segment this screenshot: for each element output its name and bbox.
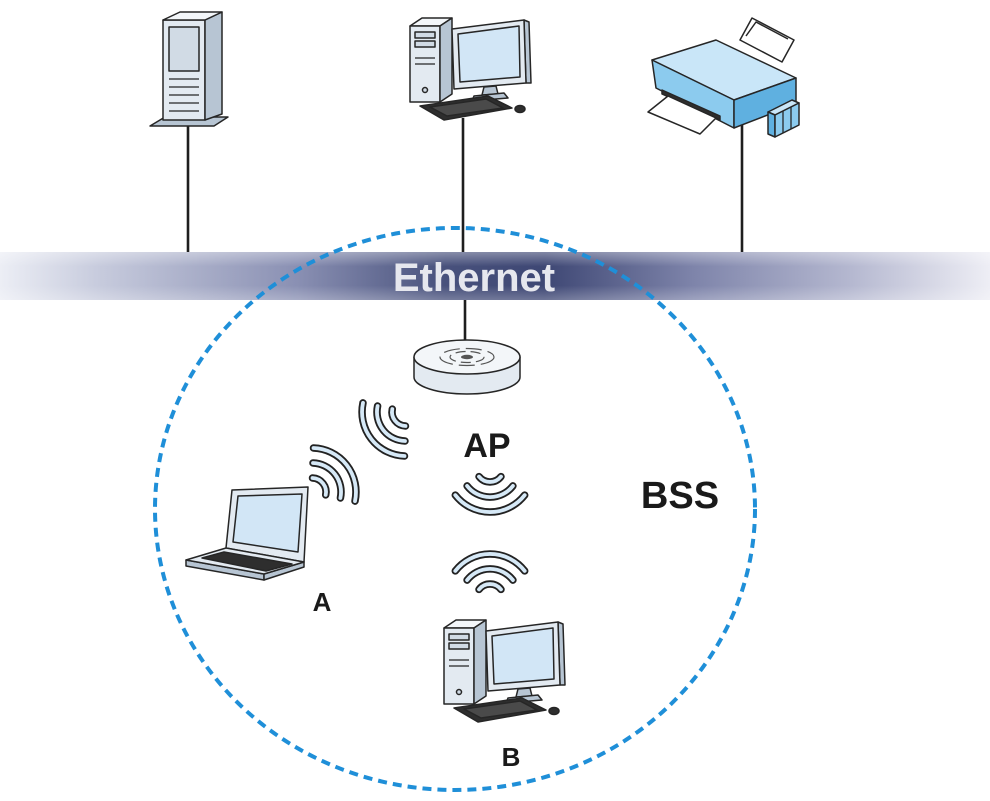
- wireless-arc-fill: [477, 474, 503, 484]
- printer-output-paper: [647, 95, 717, 135]
- wireless-arc-fill: [453, 552, 527, 573]
- printer-icon: [647, 17, 800, 138]
- server-top-face: [162, 11, 223, 21]
- access-point-logo-ring: [449, 350, 485, 364]
- ethernet-bar-shading: [0, 252, 990, 300]
- wireless-arc-fill: [465, 566, 515, 582]
- keyboard-keys: [463, 700, 538, 719]
- wireless-arc-fill: [360, 401, 407, 458]
- printer-paper-stack: [745, 21, 789, 40]
- keyboard-keys: [429, 98, 504, 117]
- server-front-panel: [168, 26, 200, 72]
- laptop-screen: [232, 493, 303, 553]
- server-vent-slots: [169, 78, 199, 112]
- printer-paper-feeder: [739, 17, 795, 63]
- ethernet-label: Ethernet: [393, 256, 555, 300]
- wireless-arc-fill: [477, 582, 503, 592]
- wireless-signal-b-to-ap-icon: [451, 550, 529, 594]
- wireless-signal-ap-to-b-icon: [451, 472, 529, 516]
- server-icon: [149, 11, 229, 127]
- station-b-label: B: [502, 742, 521, 772]
- tower-drive-bay: [414, 31, 436, 39]
- wireless-signal-ap-to-a-icon: [358, 399, 410, 460]
- monitor-screen: [457, 25, 521, 83]
- tower-drive-bay: [448, 642, 470, 650]
- access-point-icon: [413, 339, 521, 395]
- tower-drive-bay: [448, 633, 470, 641]
- tower-drive-bay: [414, 40, 436, 48]
- access-point-logo-ring: [439, 347, 495, 367]
- ink-tank-side: [767, 111, 776, 138]
- server-side-face: [204, 11, 223, 121]
- monitor-screen: [491, 627, 555, 685]
- wireless-arc-fill: [311, 461, 343, 500]
- wired-links: [186, 118, 744, 345]
- desktop-computer-icon: [409, 17, 532, 121]
- access-point-label: AP: [463, 427, 510, 465]
- wireless-arc-fill: [390, 407, 408, 428]
- mouse: [548, 706, 560, 716]
- bss-label: BSS: [641, 475, 719, 517]
- laptop-keyboard: [201, 551, 293, 572]
- wireless-arc-fill: [453, 493, 527, 514]
- wireless-signals: [308, 399, 529, 594]
- bss-boundary: [153, 226, 757, 792]
- tower-power-button: [455, 688, 463, 696]
- wireless-arc-fill: [465, 484, 515, 500]
- wireless-arc-fill: [311, 446, 358, 503]
- printer-ink-tanks: [767, 99, 800, 138]
- laptop-icon: [185, 486, 309, 581]
- wireless-arc-fill: [375, 404, 407, 443]
- access-point-logo-dot: [461, 354, 473, 360]
- wireless-signal-a-to-ap-icon: [308, 444, 360, 505]
- ethernet-bus: [0, 252, 990, 300]
- station-a-label: A: [313, 587, 332, 617]
- tower-side: [473, 619, 487, 705]
- tower-side: [439, 17, 453, 103]
- mouse: [514, 104, 526, 114]
- wireless-arc-fill: [310, 476, 328, 497]
- tower-power-button: [421, 86, 429, 94]
- desktop-computer-b-icon: [443, 619, 566, 723]
